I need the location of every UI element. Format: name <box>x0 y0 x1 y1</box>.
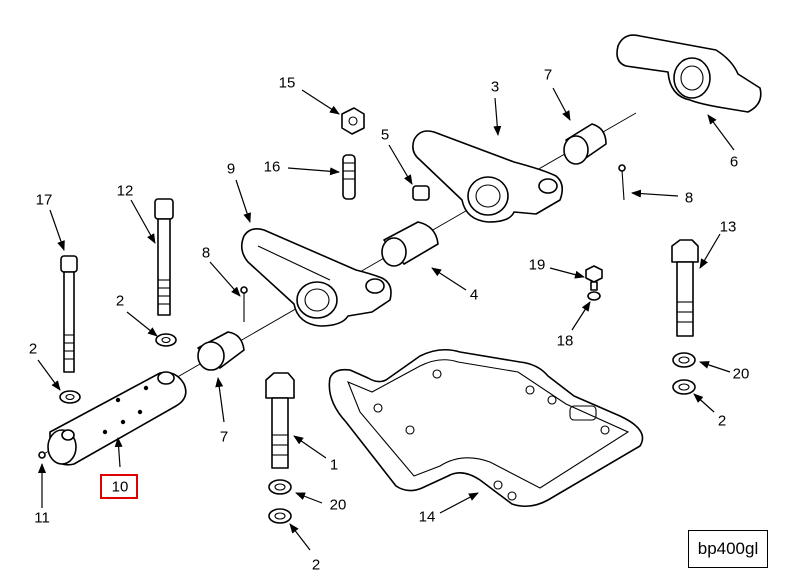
callout-19: 19 <box>528 256 546 274</box>
rocker-shaft-part-10 <box>47 371 187 466</box>
lockwasher-part-20-right <box>672 352 696 368</box>
washer-part-18 <box>587 291 601 301</box>
bushing-part-4 <box>381 221 439 267</box>
callout-1: 1 <box>329 456 339 474</box>
figure-id-label: bp400gl <box>688 530 768 568</box>
callout-7-front: 7 <box>219 428 229 446</box>
rocker-lever-part-6 <box>616 34 762 201</box>
bushing-part-7-front <box>197 331 245 371</box>
callout-3: 3 <box>490 78 500 96</box>
bushing-part-7-rear <box>563 123 607 165</box>
callout-12: 12 <box>116 182 134 200</box>
rocker-lever-part-9 <box>240 228 392 327</box>
callout-18: 18 <box>556 332 574 350</box>
lockwasher-part-20-lower <box>268 479 292 495</box>
callout-10: 10 <box>111 478 129 496</box>
callout-17: 17 <box>35 191 53 209</box>
callout-16: 16 <box>263 158 281 176</box>
callout-8-right: 8 <box>684 189 694 207</box>
callout-14: 14 <box>418 508 436 526</box>
leader-lines <box>37 87 735 551</box>
nut-part-15 <box>341 107 365 135</box>
bolt-part-13 <box>671 239 699 337</box>
callout-2-upper: 2 <box>115 292 125 310</box>
bolt-part-1 <box>265 372 295 469</box>
callout-15: 15 <box>278 74 296 92</box>
washer-part-2-b <box>155 333 177 347</box>
callout-20-lower: 20 <box>329 496 347 514</box>
gasket-part-14 <box>328 348 644 508</box>
callout-4: 4 <box>469 286 479 304</box>
screw-part-19 <box>585 265 603 291</box>
stud-part-16 <box>342 154 356 200</box>
callout-8-left: 8 <box>201 244 211 262</box>
plug-part-11 <box>38 451 46 459</box>
callout-9: 9 <box>226 160 236 178</box>
callout-13: 13 <box>719 218 737 236</box>
callout-7-rear: 7 <box>543 66 553 84</box>
callout-11: 11 <box>34 509 50 527</box>
washer-part-2-right <box>672 379 696 395</box>
callout-6: 6 <box>729 153 739 171</box>
callout-2-left: 2 <box>28 340 38 358</box>
bolt-part-17 <box>60 255 78 373</box>
callout-20-right: 20 <box>732 365 750 383</box>
bolt-part-12 <box>154 198 174 316</box>
callout-2-lower: 2 <box>311 556 321 574</box>
callout-5: 5 <box>380 126 390 144</box>
washer-part-2-lower <box>268 508 292 524</box>
callout-2-right: 2 <box>717 412 727 430</box>
rocker-lever-part-3 <box>412 130 564 223</box>
washer-part-2-a <box>59 390 81 404</box>
highlight-box <box>100 474 138 499</box>
adjusting-nut-part-5 <box>412 185 430 201</box>
